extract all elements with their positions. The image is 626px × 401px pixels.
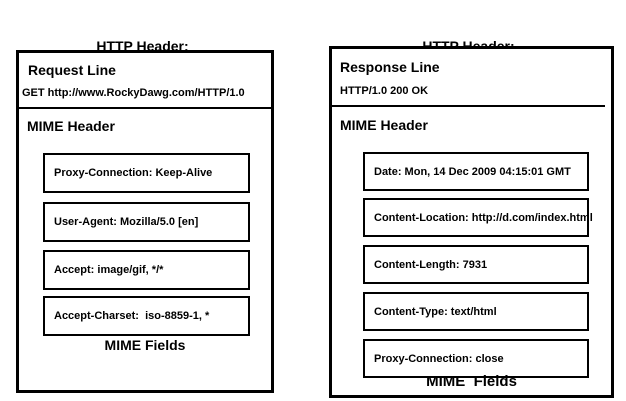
response-mime-header-heading: MIME Header: [340, 117, 428, 133]
response-line-value: HTTP/1.0 200 OK: [340, 85, 429, 97]
request-mime-fields-caption: MIME Fields: [104, 337, 186, 353]
response-mime-field-date: Date: Mon, 14 Dec 2009 04:15:01 GMT: [363, 152, 589, 191]
request-line-heading: Request Line: [28, 62, 116, 78]
response-mime-field-content-length: Content-Length: 7931: [363, 245, 589, 284]
request-mime-field-proxy-connection: Proxy-Connection: Keep-Alive: [43, 153, 250, 193]
response-section-divider: [332, 105, 605, 107]
response-line-heading: Response Line: [340, 59, 440, 75]
response-mime-field-content-type: Content-Type: text/html: [363, 292, 589, 331]
request-mime-field-accept: Accept: image/gif, */*: [43, 250, 250, 290]
response-mime-field-content-location: Content-Location: http://d.com/index.htm…: [363, 198, 593, 237]
response-panel: Response Line HTTP/1.0 200 OK MIME Heade…: [329, 46, 614, 398]
request-panel: Request Line GET http://www.RockyDawg.co…: [16, 50, 274, 393]
request-mime-field-user-agent: User-Agent: Mozilla/5.0 [en]: [43, 202, 250, 242]
request-mime-field-accept-charset: Accept-Charset: iso-8859-1, *: [43, 296, 250, 336]
response-mime-fields-caption: MIME Fields: [426, 373, 517, 390]
request-mime-header-heading: MIME Header: [27, 118, 115, 134]
response-mime-field-proxy-connection: Proxy-Connection: close: [363, 339, 589, 378]
request-section-divider: [19, 107, 271, 109]
request-line-value: GET http://www.RockyDawg.com/HTTP/1.0: [22, 87, 245, 99]
